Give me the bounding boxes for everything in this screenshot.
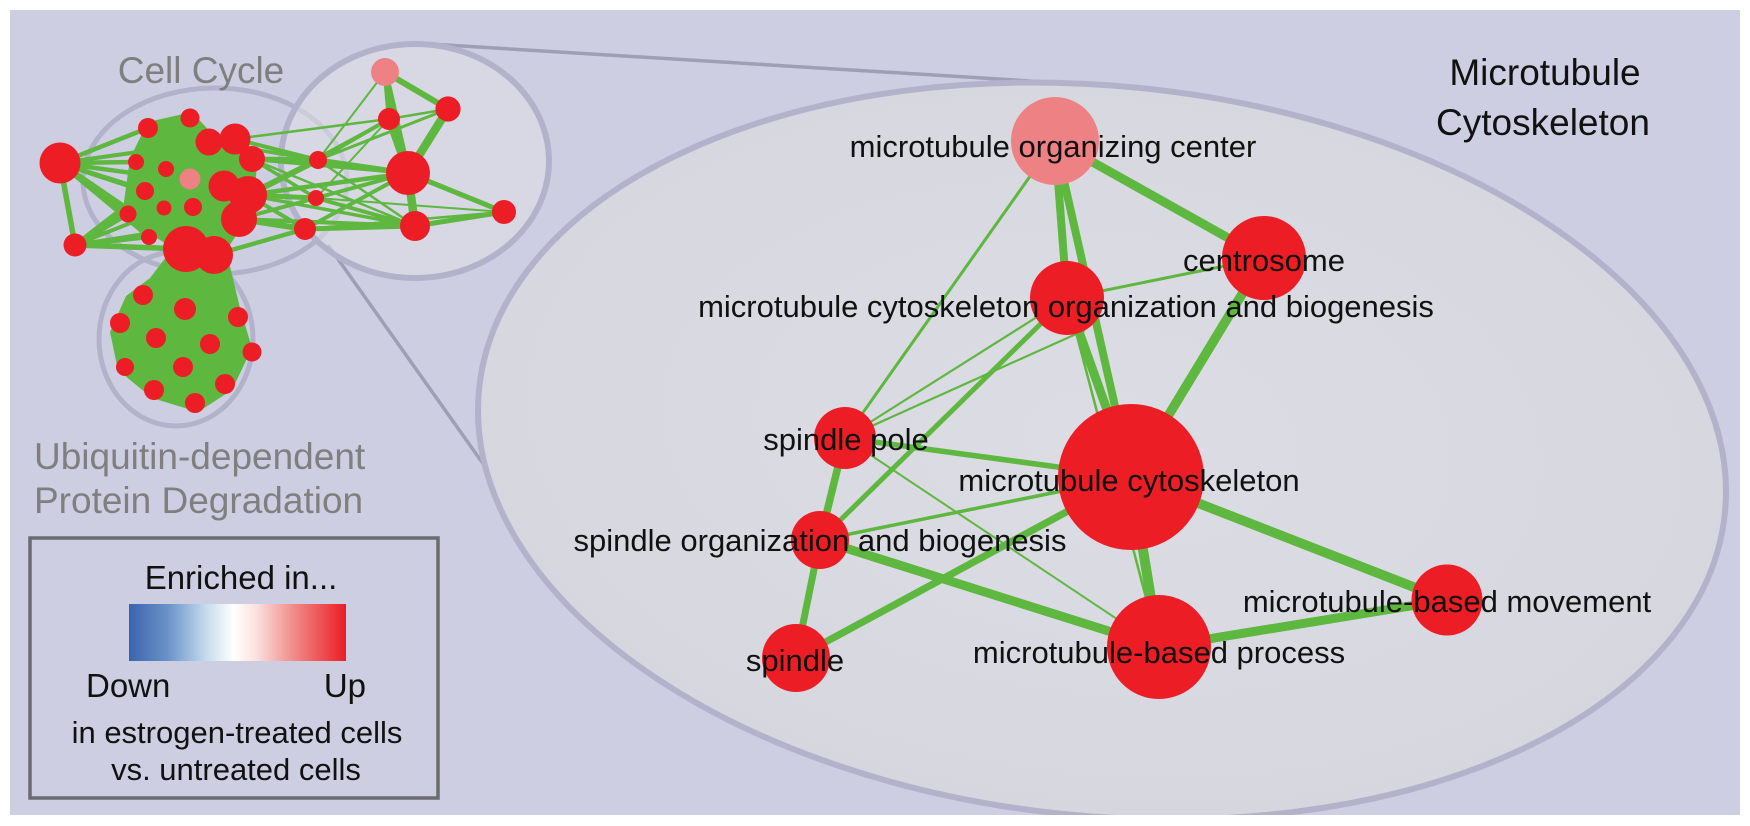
svg-text:spindle: spindle	[746, 643, 844, 678]
svg-text:Cell Cycle: Cell Cycle	[118, 50, 285, 91]
svg-text:Down: Down	[86, 667, 170, 704]
svg-text:microtubule cytoskeleton organ: microtubule cytoskeleton organization an…	[698, 289, 1434, 324]
svg-text:Ubiquitin-dependent: Ubiquitin-dependent	[34, 436, 366, 477]
svg-text:spindle organization and bioge: spindle organization and biogenesis	[574, 523, 1067, 558]
svg-text:microtubule organizing center: microtubule organizing center	[850, 129, 1257, 164]
svg-text:in estrogen-treated cells: in estrogen-treated cells	[72, 715, 403, 750]
svg-text:Enriched in...: Enriched in...	[145, 559, 338, 596]
svg-text:microtubule-based movement: microtubule-based movement	[1243, 584, 1652, 619]
svg-text:Microtubule: Microtubule	[1449, 52, 1640, 93]
svg-text:spindle pole: spindle pole	[763, 422, 928, 457]
svg-text:microtubule-based process: microtubule-based process	[973, 635, 1345, 670]
svg-text:Protein Degradation: Protein Degradation	[34, 480, 363, 521]
svg-text:centrosome: centrosome	[1183, 243, 1345, 278]
svg-text:Cytoskeleton: Cytoskeleton	[1436, 102, 1650, 143]
svg-text:vs. untreated cells: vs. untreated cells	[111, 752, 361, 787]
svg-text:microtubule cytoskeleton: microtubule cytoskeleton	[958, 463, 1299, 498]
svg-text:Up: Up	[324, 667, 366, 704]
